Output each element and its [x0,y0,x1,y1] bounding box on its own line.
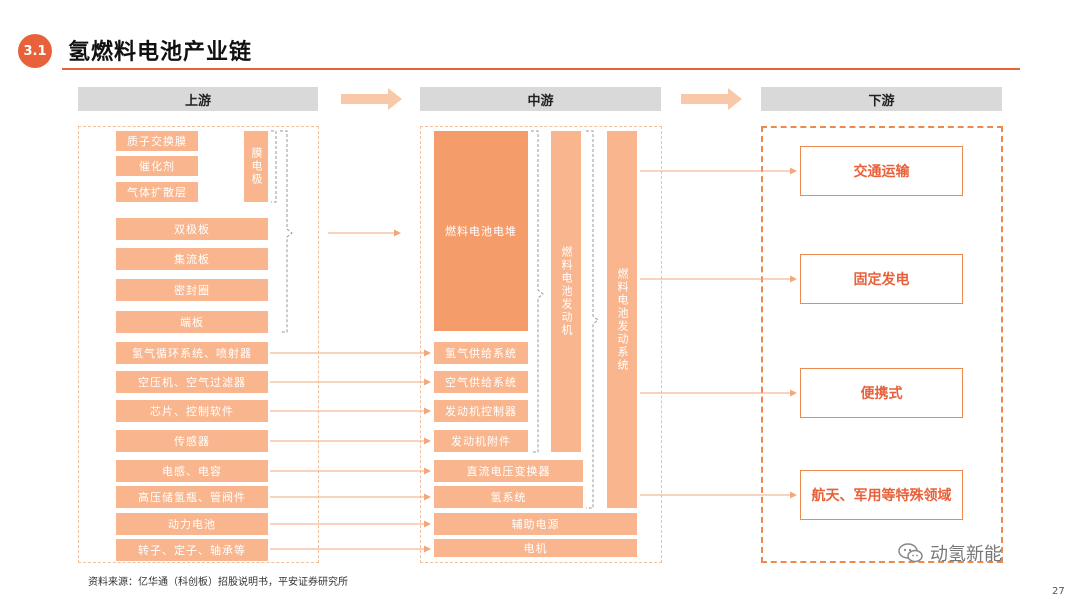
downstream-app: 便携式 [800,368,963,418]
fuel-cell-engine-system-box: 燃料电池发动系统 [607,131,637,508]
engine-to-system-bracket [586,130,599,509]
upstream-supply-item: 传感器 [116,430,268,452]
downstream-app: 航天、军用等特殊领域 [800,470,963,520]
upstream-membrane-item: 催化剂 [116,156,198,176]
wechat-icon [898,543,923,563]
upstream-supply-item: 动力电池 [116,513,268,535]
column-header-downstream: 下游 [761,87,1002,111]
stack-parts-bracket [280,130,293,333]
upstream-membrane-item: 气体扩散层 [116,182,198,202]
stack-to-engine-bracket [531,130,544,453]
midstream-subsystem: 发动机控制器 [434,400,528,422]
membrane-electrode-box: 膜电极 [244,131,268,202]
source-note: 资料来源：亿华通（科创板）招股说明书，平安证券研究所 [88,577,348,588]
upstream-supply-item: 转子、定子、轴承等 [116,539,268,561]
downstream-app: 交通运输 [800,146,963,196]
membrane-bracket [271,130,277,203]
upstream-supply-item: 电感、电容 [116,460,268,482]
section-badge: 3.1 [18,34,52,68]
page-title: 氢燃料电池产业链 [68,40,253,65]
flow-arrow-upstream-to-midstream [341,88,402,110]
fuel-cell-stack-box: 燃料电池电堆 [434,131,528,331]
fuel-cell-engine-box: 燃料电池发动机 [551,131,581,452]
motor-box: 电机 [434,539,637,557]
upstream-region [78,126,319,563]
upstream-supply-item: 芯片、控制软件 [116,400,268,422]
page-number: 27 [1052,586,1065,597]
column-header-midstream: 中游 [420,87,661,111]
midstream-region [420,126,662,563]
upstream-stack-part: 双极板 [116,218,268,240]
midstream-subsystem: 空气供给系统 [434,371,528,393]
midstream-subsystem: 发动机附件 [434,430,528,452]
upstream-stack-part: 集流板 [116,248,268,270]
upstream-stack-part: 端板 [116,311,268,333]
flow-arrow-midstream-to-downstream [681,88,742,110]
aux-power-box: 辅助电源 [434,513,637,535]
upstream-stack-part: 密封圈 [116,279,268,301]
title-divider [62,68,1020,70]
midstream-subsystem: 氢气供给系统 [434,342,528,364]
watermark: 动氢新能 [898,540,1002,566]
column-header-upstream: 上游 [78,87,318,111]
downstream-app: 固定发电 [800,254,963,304]
hydrogen-system-box: 氢系统 [434,486,583,508]
dcdc-converter-box: 直流电压变换器 [434,460,583,482]
upstream-supply-item: 高压储氢瓶、管阀件 [116,486,268,508]
upstream-membrane-item: 质子交换膜 [116,131,198,151]
upstream-supply-item: 空压机、空气过滤器 [116,371,268,393]
upstream-supply-item: 氢气循环系统、喷射器 [116,342,268,364]
watermark-text: 动氢新能 [930,544,1002,565]
downstream-region [761,126,1003,563]
